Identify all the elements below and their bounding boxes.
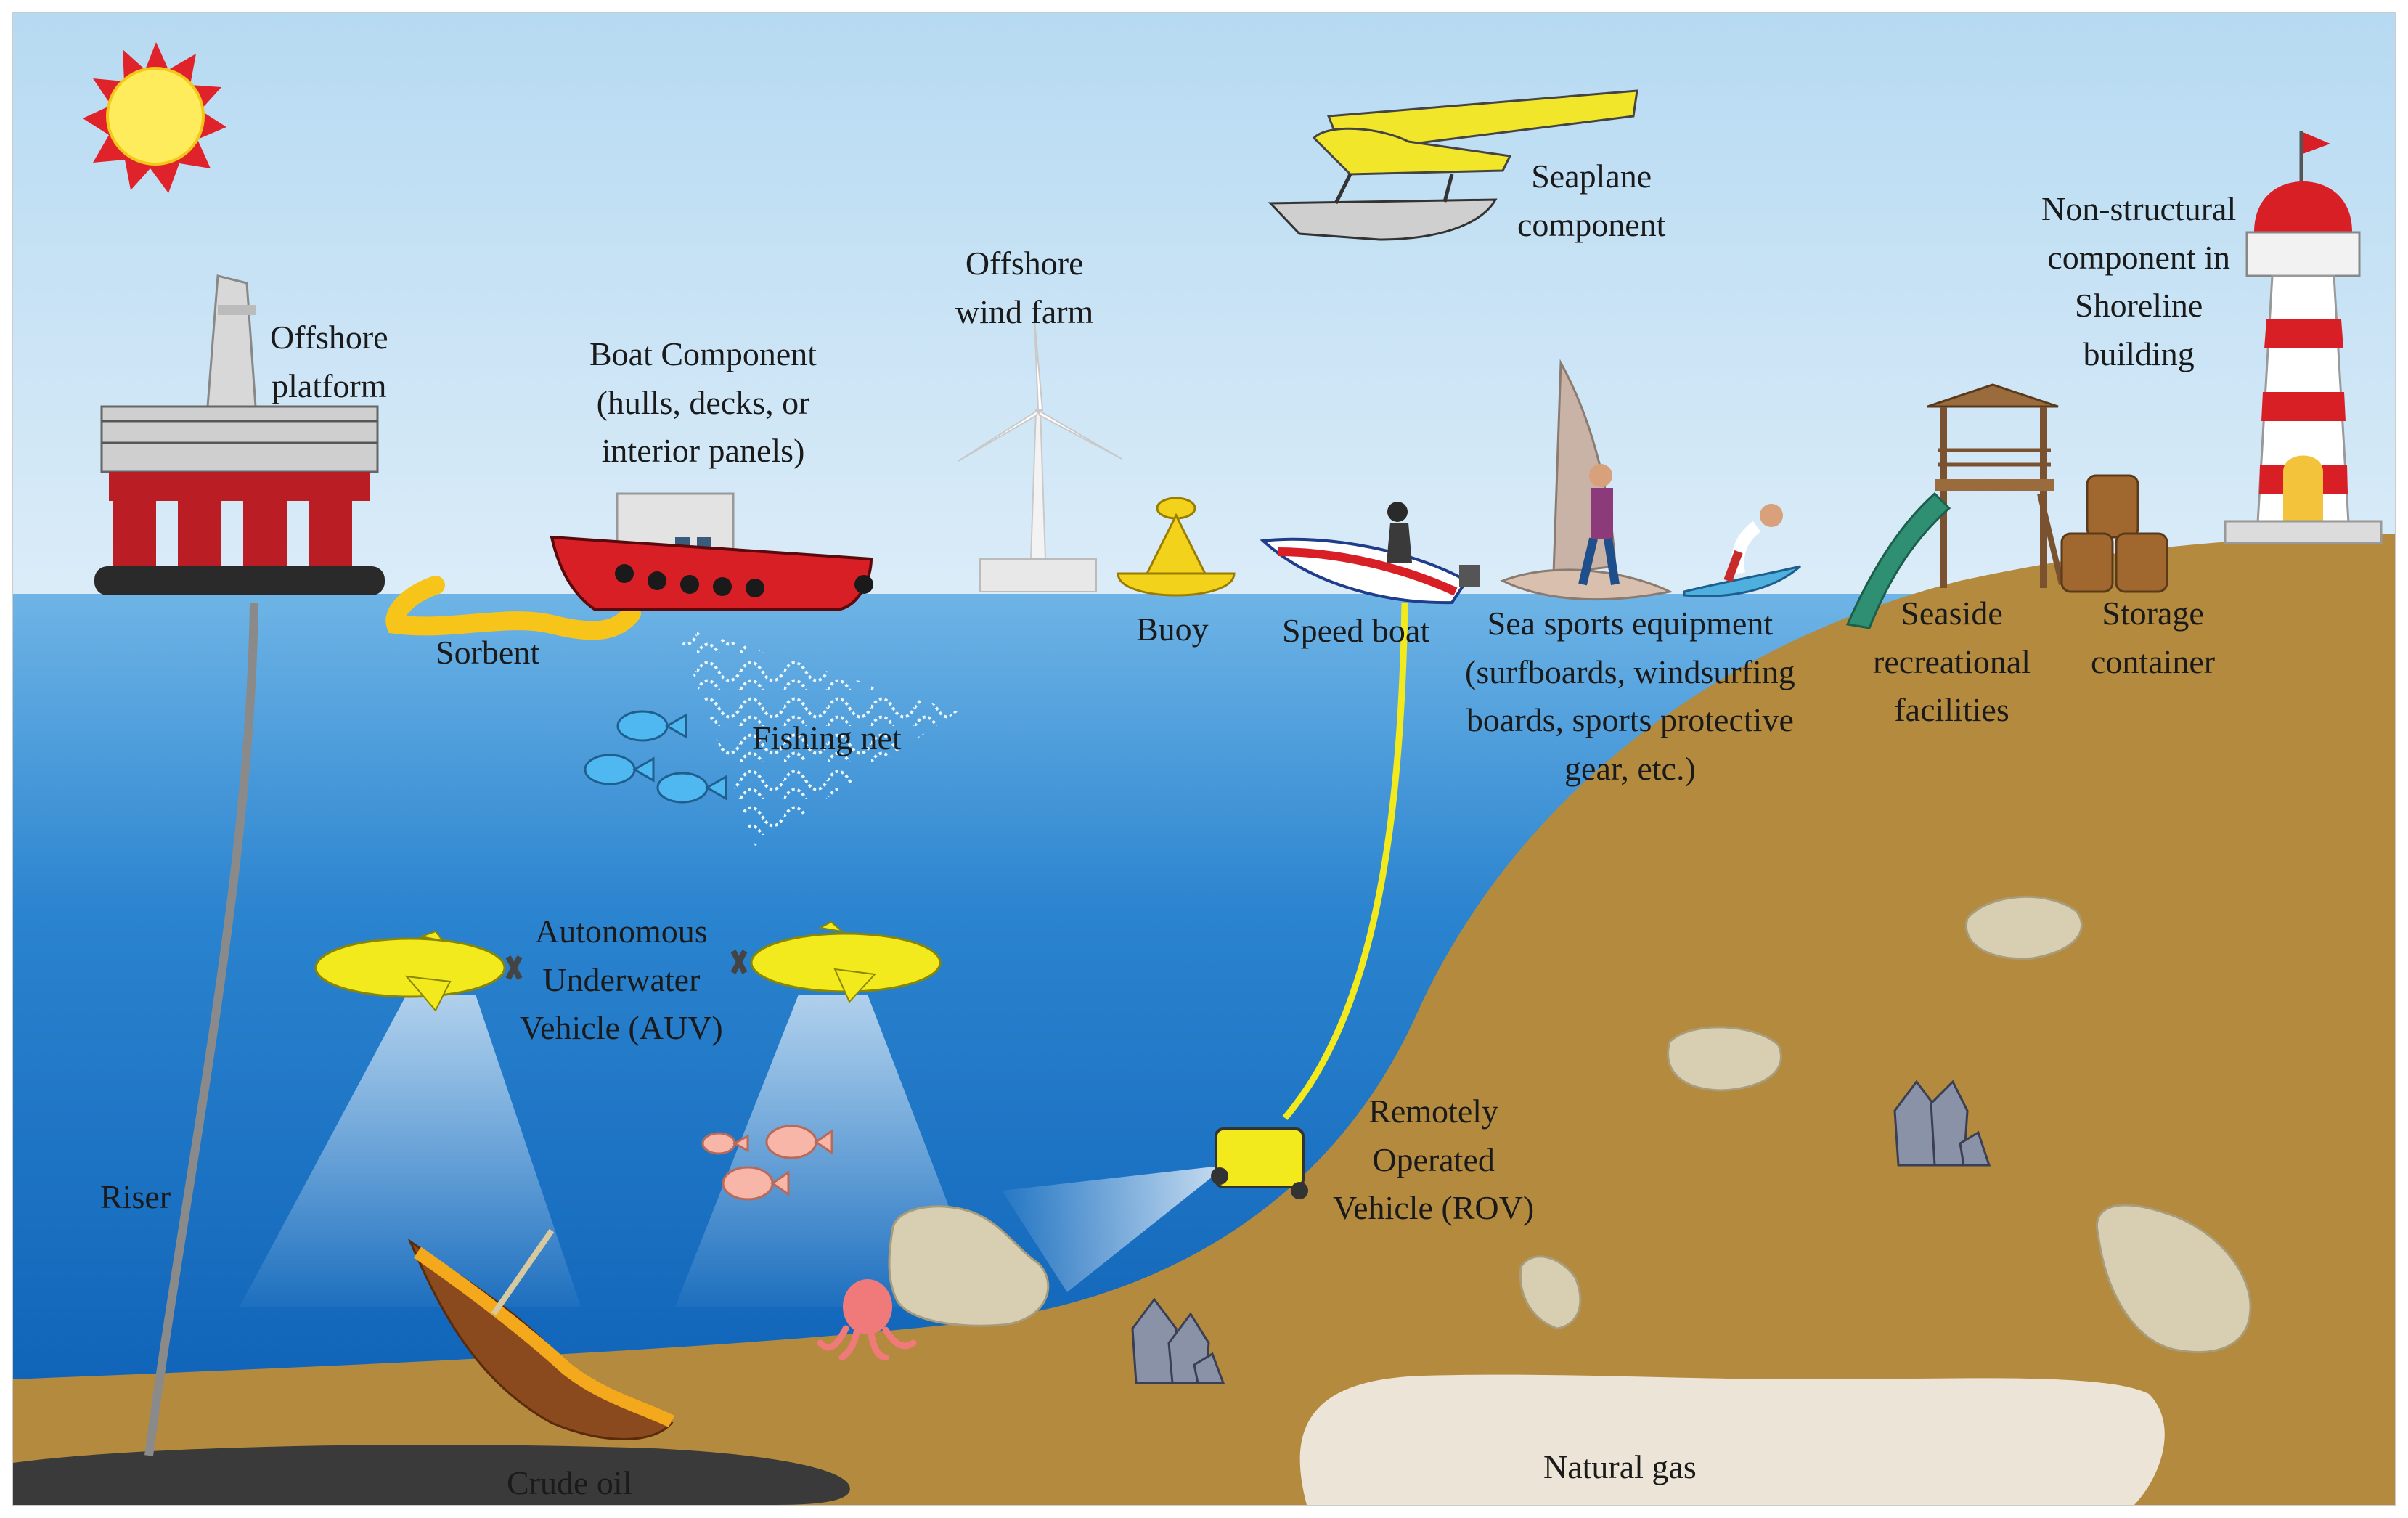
seaplane-icon xyxy=(1268,89,1638,241)
label-line: Vehicle (AUV) xyxy=(520,1009,723,1047)
label-seaside-facilities: Seaside recreational facilities xyxy=(1873,589,2031,735)
label-line: Operated xyxy=(1372,1140,1495,1178)
label-line: (surfboards, windsurfing xyxy=(1465,653,1795,690)
label-auv: Autonomous Underwater Vehicle (AUV) xyxy=(520,907,723,1053)
label-seaplane: Seaplane component xyxy=(1517,152,1665,249)
label-line: Storage xyxy=(2102,595,2204,632)
label-rov: Remotely Operated Vehicle (ROV) xyxy=(1333,1088,1534,1233)
label-shoreline-building: Non-structural component in Shoreline bu… xyxy=(2041,185,2236,379)
lighthouse-icon xyxy=(2224,131,2383,544)
label-line: Sea sports equipment xyxy=(1487,605,1774,642)
label-fishing-net: Fishing net xyxy=(752,719,902,756)
label-buoy: Buoy xyxy=(1136,611,1209,648)
label-crude-oil: Crude oil xyxy=(507,1464,632,1501)
rov-tether xyxy=(1282,602,1408,1120)
label-speed-boat: Speed boat xyxy=(1282,612,1430,649)
label-line: Remotely xyxy=(1368,1093,1499,1130)
label-line: Boat Component xyxy=(589,335,817,372)
rock-icon xyxy=(1667,1026,1782,1092)
auv-icon xyxy=(240,930,581,1307)
crude-oil-deposit xyxy=(13,1445,850,1505)
windsurfer-icon xyxy=(1500,359,1673,601)
label-line: interior panels) xyxy=(601,432,805,470)
label-line: facilities xyxy=(1894,691,2009,729)
label-riser: Riser xyxy=(100,1178,171,1215)
boat-icon xyxy=(550,492,873,611)
wind-turbine-icon xyxy=(958,319,1122,592)
rov-icon xyxy=(1002,1127,1308,1292)
offshore-platform-icon xyxy=(94,274,385,595)
label-line: boards, sports protective xyxy=(1466,701,1794,739)
label-line: Underwater xyxy=(542,960,701,998)
label-line: (hulls, decks, or xyxy=(596,383,810,421)
label-line: wind farm xyxy=(955,293,1094,330)
surfer-icon xyxy=(1683,504,1801,597)
label-sea-sports: Sea sports equipment (surfboards, windsu… xyxy=(1465,600,1795,793)
label-storage-container: Storage container xyxy=(2091,589,2215,686)
rock-icon xyxy=(1519,1255,1582,1330)
label-sorbent: Sorbent xyxy=(436,634,540,671)
label-line: recreational xyxy=(1873,642,2031,680)
crystal-icon xyxy=(1131,1297,1225,1384)
octopus-icon xyxy=(817,1279,917,1361)
natural-gas-deposit xyxy=(1299,1374,2165,1505)
label-natural-gas: Natural gas xyxy=(1543,1448,1697,1485)
label-line: Autonomous xyxy=(535,913,708,950)
label-line: platform xyxy=(272,367,387,404)
fishing-net-icon xyxy=(675,624,958,846)
label-boat-component: Boat Component (hulls, decks, or interio… xyxy=(589,330,817,476)
label-line: Seaside xyxy=(1901,595,2003,632)
rock-icon xyxy=(2096,1204,2252,1353)
sun-icon xyxy=(83,42,226,193)
label-line: Seaplane xyxy=(1531,158,1652,195)
playground-icon xyxy=(1845,383,2065,629)
label-line: component in xyxy=(2047,238,2230,276)
rock-icon xyxy=(1965,895,2083,960)
crystal-icon xyxy=(1893,1080,1991,1167)
fish-icon xyxy=(701,1125,833,1201)
sorbent-icon xyxy=(385,576,641,640)
rock-icon xyxy=(888,1205,1050,1327)
buoy-icon xyxy=(1117,497,1236,597)
label-offshore-platform: Offshore platform xyxy=(270,314,388,410)
riser-pipe xyxy=(144,602,258,1456)
label-wind-farm: Offshore wind farm xyxy=(955,240,1093,336)
label-line: component xyxy=(1517,205,1666,243)
speed-boat-icon xyxy=(1260,502,1480,605)
label-line: gear, etc.) xyxy=(1564,750,1696,788)
label-line: Non-structural xyxy=(2041,190,2237,227)
barrel-icon xyxy=(2060,474,2168,593)
label-line: Shoreline xyxy=(2074,287,2203,325)
label-line: Offshore xyxy=(270,319,388,356)
label-line: Offshore xyxy=(965,245,1084,282)
label-line: Vehicle (ROV) xyxy=(1333,1189,1535,1227)
label-line: container xyxy=(2091,642,2216,680)
seabed xyxy=(13,534,2395,1505)
label-line: building xyxy=(2083,335,2195,373)
fish-icon xyxy=(584,710,727,804)
sky xyxy=(13,13,2395,595)
shipwreck-icon xyxy=(407,1228,675,1440)
